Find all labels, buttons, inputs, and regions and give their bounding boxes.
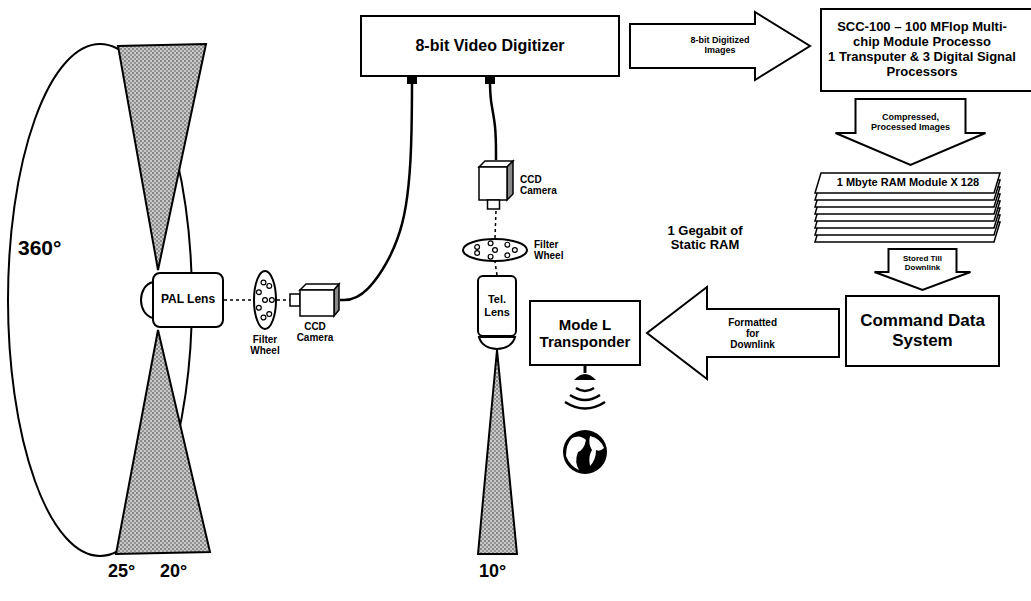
filter-hole (505, 253, 510, 258)
video-cable (490, 77, 496, 160)
box-text: Command Data System (853, 311, 992, 350)
optical-path (277, 299, 290, 301)
part-label: Filter Wheel (242, 334, 288, 356)
filter-hole (267, 312, 272, 317)
transponder-box: Mode L Transponder (529, 300, 641, 366)
filter-hole (256, 305, 261, 310)
filter-hole (488, 241, 493, 246)
filter-wheel: Filter Wheel (253, 270, 277, 330)
shape-outline (290, 283, 340, 317)
view-cone (116, 330, 210, 554)
flow-arrow (836, 99, 986, 165)
box-text: Tel. Lens (481, 293, 513, 318)
video-cable (340, 77, 412, 300)
optical-path (495, 210, 496, 238)
camera-body (300, 290, 334, 316)
arrow-label: 8-bit Digitized Images (675, 36, 765, 56)
filter-hole (269, 298, 274, 303)
radio-wave (576, 388, 594, 391)
view-cone (478, 350, 517, 554)
part-label: CCD Camera (520, 174, 566, 196)
part-label: Filter Wheel (534, 239, 580, 261)
box-text: 1 Transputer & 3 Digital Signal Processo… (828, 50, 1016, 80)
wheel-rim (254, 271, 276, 329)
radio-wave (570, 395, 600, 400)
radio-wave (565, 402, 605, 409)
filter-hole (493, 248, 498, 253)
wheel-rim (463, 239, 527, 261)
filter-hole (256, 290, 261, 295)
command-data-box: Command Data System (845, 295, 1000, 367)
processor-box: SCC-100 – 100 MFlop Multi-chip Module Pr… (820, 8, 1031, 92)
ram-stack: 1 Mbyte RAM Module X 128 (815, 172, 1001, 244)
shape-outline (462, 238, 528, 262)
antenna-dish (574, 374, 596, 380)
ram-module (815, 173, 1000, 193)
pal-lens: PAL Lens (152, 272, 224, 328)
shape-outline (253, 270, 277, 330)
optical-path (224, 299, 253, 301)
box-text: 8-bit Video Digitizer (415, 37, 564, 55)
angle-label: 25° (108, 562, 135, 582)
camera-top (300, 284, 339, 290)
shape-outline (478, 160, 514, 210)
flow-arrow (647, 287, 839, 379)
continent (566, 436, 586, 470)
filter-hole (475, 245, 480, 250)
angle-label: 10° (479, 562, 506, 582)
filter-hole (488, 254, 493, 259)
arrow-label: Formatted for Downlink (723, 317, 783, 350)
telescope-lens: Tel. Lens (477, 275, 517, 337)
part-label: 1 Mbyte RAM Module X 128 (823, 172, 993, 192)
filter-hole (263, 298, 268, 303)
flow-arrow (630, 12, 810, 80)
part-label: CCD Camera (292, 321, 338, 343)
antenna-mast (584, 366, 587, 373)
filter-hole (505, 242, 510, 247)
camera-side (507, 161, 513, 200)
arrow-label: Stored Till Downlink (893, 255, 953, 273)
filter-hole (475, 251, 480, 256)
box-text: PAL Lens (161, 293, 215, 307)
filter-hole (261, 315, 266, 320)
view-cone (118, 44, 206, 270)
arrow-label: Compressed, Processed Images (861, 113, 961, 133)
filter-hole (267, 284, 272, 289)
filter-hole (512, 248, 517, 253)
camera-lens (290, 294, 300, 306)
digitizer-box: 8-bit Video Digitizer (360, 15, 620, 77)
camera-lens (488, 200, 500, 209)
continent (589, 436, 604, 466)
filter-wheel: Filter Wheel (462, 238, 528, 262)
optical-path (495, 262, 497, 275)
earth-globe (563, 430, 607, 474)
lens-dome (479, 337, 515, 349)
filter-hole (261, 280, 266, 285)
box-text: SCC-100 – 100 MFlop Multi-chip Module Pr… (828, 20, 1016, 50)
angle-label: 360° (18, 236, 61, 259)
flow-arrow (875, 249, 971, 290)
camera-body (479, 167, 507, 200)
ccd-camera: CCD Camera (290, 283, 340, 317)
ccd-camera: CCD Camera (478, 160, 514, 210)
box-text: Mode L Transponder (535, 316, 635, 351)
memory-label: 1 Gegabit of Static RAM (655, 224, 755, 253)
angle-label: 20° (160, 562, 187, 582)
